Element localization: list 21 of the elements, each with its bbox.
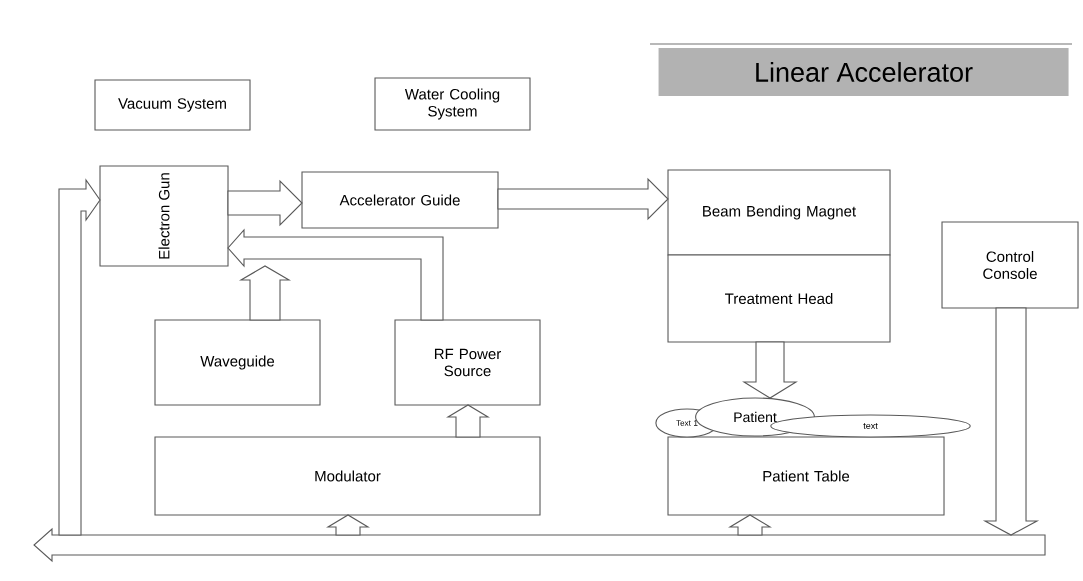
magnet-box: Beam Bending Magnet bbox=[667, 169, 891, 256]
process-box: RF Power Source bbox=[394, 319, 541, 406]
process-box: Modulator bbox=[154, 436, 541, 516]
process-box: Waveguide bbox=[154, 319, 321, 406]
block-arrow bbox=[982, 307, 1040, 536]
electron-gun-box: Electron Gun bbox=[99, 165, 229, 267]
block-arrow bbox=[227, 228, 444, 321]
block-arrow bbox=[58, 178, 101, 536]
block-arrow bbox=[446, 404, 490, 438]
process-box: Water Cooling System bbox=[374, 77, 531, 131]
block-arrow bbox=[238, 265, 292, 321]
title-banner: Linear Accelerator bbox=[658, 48, 1069, 96]
block-arrow bbox=[728, 514, 772, 536]
process-box: Control Console bbox=[941, 221, 1079, 309]
process-box: Vacuum System bbox=[94, 79, 251, 131]
process-box: Accelerator Guide bbox=[301, 171, 499, 229]
block-arrow bbox=[742, 341, 798, 399]
block-arrow bbox=[227, 179, 303, 227]
treatment-head-box: Treatment Head bbox=[667, 254, 891, 343]
block-arrow bbox=[497, 177, 669, 221]
block-arrow bbox=[326, 514, 370, 536]
